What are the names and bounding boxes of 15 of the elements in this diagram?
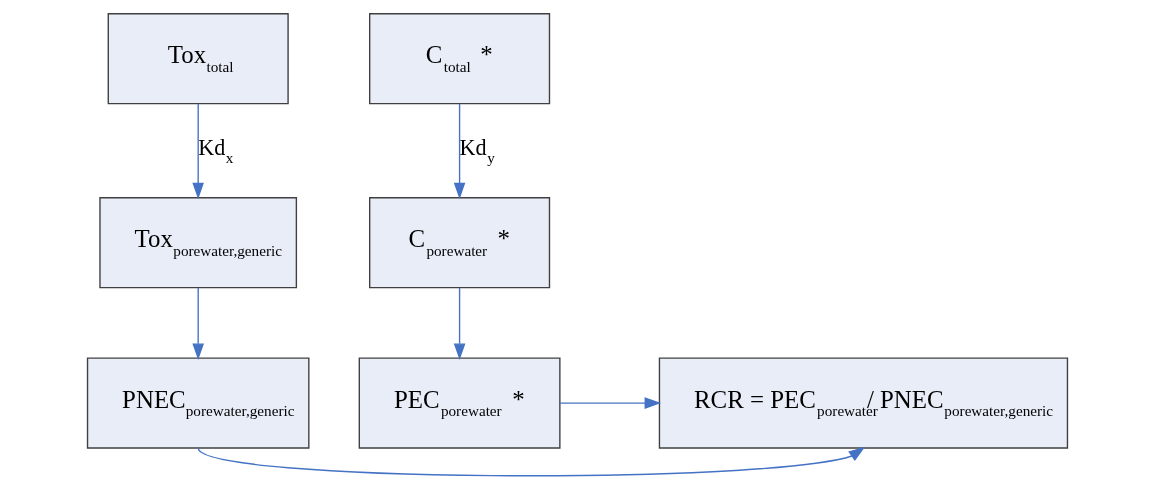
edge-label: Kd$_{x}$ <box>197 134 233 167</box>
arrow <box>558 397 661 409</box>
arrow <box>453 287 465 361</box>
node-box: PEC$_{porewater}$ * <box>358 357 561 449</box>
node-box: C$_{porewater}$ * <box>368 197 550 289</box>
node-box: C$_{total}$ * <box>368 13 550 105</box>
edge-label: Kd$_{y}$ <box>459 134 495 167</box>
arrow <box>191 287 204 361</box>
arrow <box>191 103 204 200</box>
arrow <box>453 103 465 200</box>
node-box: Tox$_{total}$ <box>107 13 289 105</box>
arrow <box>197 446 865 477</box>
node-box: PNEC$_{porewater,generic}$ <box>86 357 309 449</box>
node-box: RCR = PEC$_{porewater}$/ PNEC$_{porewater,generic}$ <box>658 357 1068 449</box>
node-box: Tox$_{porewater,generic}$ <box>98 197 297 289</box>
